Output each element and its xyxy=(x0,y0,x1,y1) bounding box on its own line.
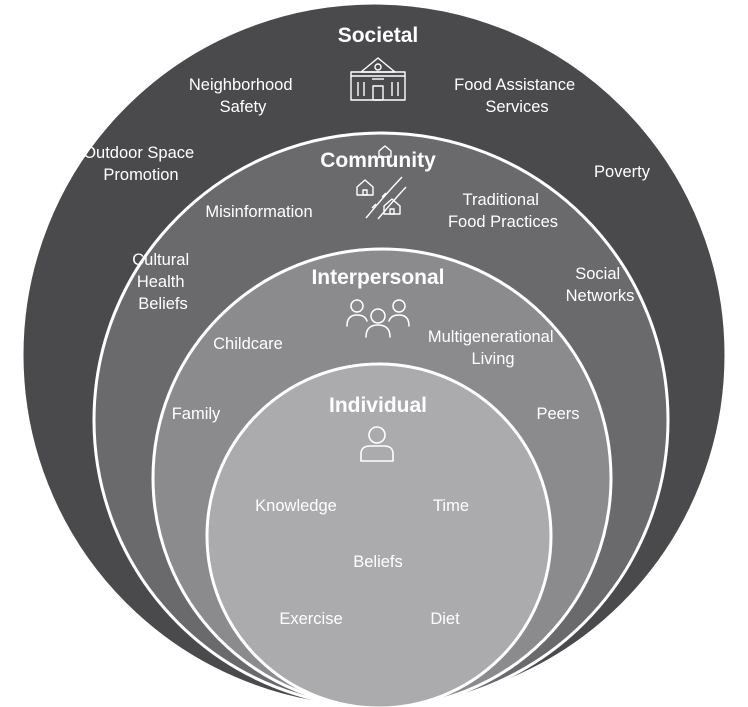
peers-label: Peers xyxy=(536,405,579,423)
houses-road-icon xyxy=(356,145,407,220)
traditional-food-label: Traditional Food Practices xyxy=(448,191,558,231)
individual-ring xyxy=(205,362,553,707)
food-assistance-label: Food Assistance Services xyxy=(454,76,580,116)
group-people-icon xyxy=(346,299,410,338)
beliefs-label: Beliefs xyxy=(353,553,403,571)
diet-label: Diet xyxy=(430,610,460,628)
community-title: Community xyxy=(320,149,436,172)
school-building-icon xyxy=(350,57,406,101)
poverty-label: Poverty xyxy=(594,163,651,181)
multigenerational-label: Multigenerational Living xyxy=(428,328,558,368)
childcare-label: Childcare xyxy=(213,335,283,353)
individual-title: Individual xyxy=(329,394,427,417)
knowledge-label: Knowledge xyxy=(255,497,337,515)
social-networks-label: Social Networks xyxy=(566,265,635,305)
neighborhood-safety-label: Neighborhood Safety xyxy=(189,76,297,116)
time-label: Time xyxy=(433,497,469,515)
misinformation-label: Misinformation xyxy=(205,203,312,221)
societal-title: Societal xyxy=(338,24,419,47)
outdoor-space-label: Outdoor Space Promotion xyxy=(83,144,199,184)
exercise-label: Exercise xyxy=(279,610,342,628)
family-label: Family xyxy=(172,405,221,423)
interpersonal-title: Interpersonal xyxy=(311,266,444,289)
cultural-health-label: Cultural Health Beliefs xyxy=(132,251,193,313)
person-icon xyxy=(360,426,394,462)
